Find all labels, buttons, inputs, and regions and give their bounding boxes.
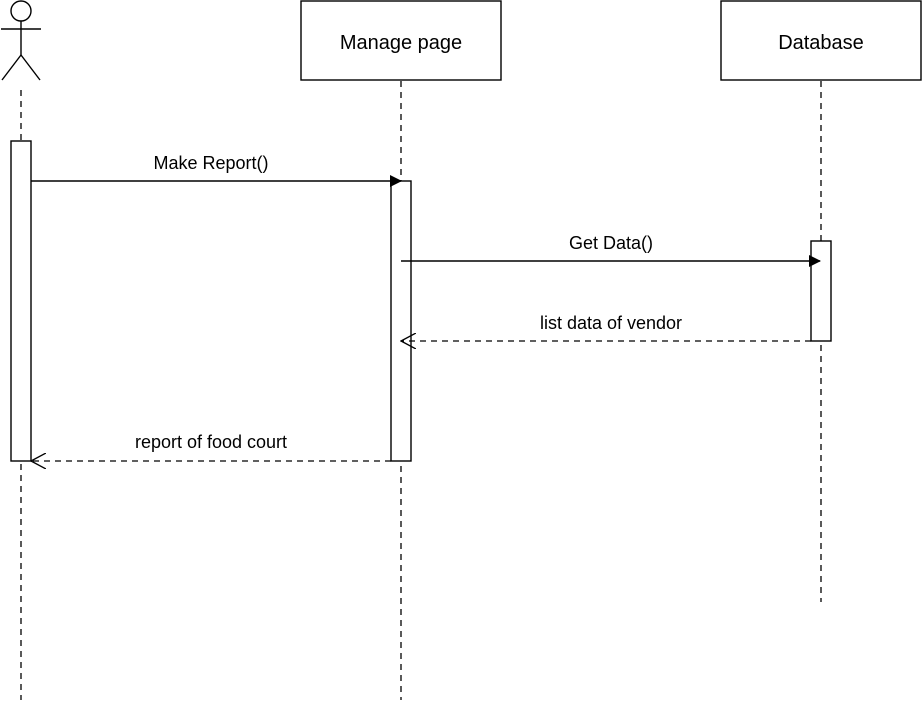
message-list-data-of-vendor[interactable]: list data of vendor — [401, 313, 811, 341]
message-report-of-food-court-label: report of food court — [135, 432, 287, 452]
manage-page-activation-bar — [390, 180, 412, 462]
message-list-data-of-vendor-label: list data of vendor — [540, 313, 682, 333]
actor-activation-bar — [10, 140, 32, 462]
participant-manage-page[interactable]: Manage page — [300, 0, 502, 81]
participant-database[interactable]: Database — [720, 0, 922, 81]
participant-database-label: Database — [778, 32, 864, 54]
database-activation-bar — [810, 240, 832, 342]
actor-stick-figure-icon — [1, 0, 41, 81]
message-make-report[interactable]: Make Report() — [31, 153, 402, 187]
message-get-data-label: Get Data() — [569, 233, 653, 253]
message-make-report-label: Make Report() — [153, 153, 268, 173]
participant-manage-page-label: Manage page — [340, 32, 462, 54]
message-get-data[interactable]: Get Data() — [401, 233, 821, 267]
message-report-of-food-court[interactable]: report of food court — [31, 432, 391, 461]
